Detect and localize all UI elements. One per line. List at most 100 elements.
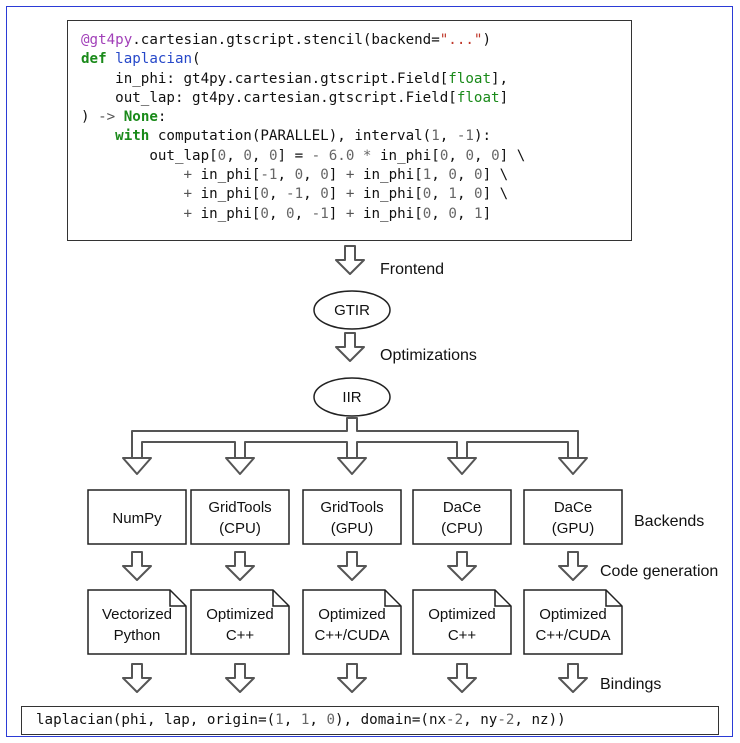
code-token: out_lap[ — [81, 147, 218, 164]
stencil-code-block: @gt4py.cartesian.gtscript.stencil(backen… — [67, 20, 632, 241]
backend-label: (GPU) — [552, 520, 595, 537]
backend-label: (GPU) — [331, 520, 374, 537]
code-token: 0 — [491, 147, 500, 164]
binding-arrow — [337, 663, 367, 693]
code-token: ] = — [277, 147, 312, 164]
binding-arrow — [225, 663, 255, 693]
code-token: in_phi[ — [192, 167, 261, 184]
code-token: -1 — [286, 186, 304, 203]
code-token: None — [123, 109, 158, 126]
code-token: -1 — [456, 128, 474, 145]
code-token: 0 — [294, 167, 304, 184]
generated-code-docs: VectorizedPythonOptimizedC++OptimizedC++… — [87, 589, 623, 655]
code-token: 1 — [448, 186, 457, 203]
codegen-arrow — [558, 551, 588, 581]
stencil-call-box: laplacian(phi, lap, origin=(1, 1, 0), do… — [21, 706, 719, 735]
code-token: -> — [98, 109, 116, 126]
code-token: , — [439, 128, 457, 145]
generated-code-label: C++ — [226, 627, 255, 644]
code-token: @gt4py — [81, 32, 133, 48]
code-token: 0 — [326, 712, 335, 728]
code-token: ] \ — [499, 147, 526, 164]
code-token: ) — [482, 32, 492, 48]
backend-boxes: NumPyGridTools(CPU)GridTools(GPU)DaCe(CP… — [87, 489, 623, 545]
code-generation-label: Code generation — [600, 563, 718, 580]
backend-label: GridTools — [208, 499, 271, 516]
code-token: 0 — [286, 205, 295, 222]
code-token: ] \ — [482, 167, 509, 184]
backend-label: (CPU) — [441, 520, 483, 537]
code-token: , — [456, 205, 475, 222]
backend-box: GridTools (GPU) — [302, 489, 402, 545]
code-token: , nz)) — [514, 712, 566, 728]
code-token: ] — [482, 205, 492, 222]
code-token: in_phi[ — [354, 205, 423, 222]
code-token: 0 — [260, 205, 269, 222]
code-token: ) — [81, 109, 99, 126]
code-token: , — [456, 167, 475, 184]
code-token: 0 — [439, 147, 449, 164]
code-token: , — [456, 186, 475, 203]
code-token: in_phi[ — [192, 186, 261, 203]
code-token: , — [474, 147, 492, 164]
code-token: ], — [491, 70, 509, 87]
code-token: , — [303, 167, 321, 184]
generated-code-label: Optimized — [428, 606, 496, 623]
iir-node — [313, 377, 391, 417]
code-token: , — [431, 186, 449, 203]
code-token: , — [309, 712, 327, 728]
code-token: , — [277, 167, 295, 184]
code-token: in_phi[ — [354, 186, 423, 203]
code-token: ), domain=(nx — [335, 712, 447, 728]
bindings-label: Bindings — [600, 676, 661, 693]
code-line: out_lap: gt4py.cartesian.gtscript.Field[… — [81, 89, 631, 108]
backends-label: Backends — [634, 513, 704, 530]
code-token: - 6.0 * — [311, 147, 372, 164]
code-token: float — [448, 70, 492, 87]
code-token: ] — [328, 205, 346, 222]
frontend-label: Frontend — [380, 261, 444, 278]
codegen-arrow — [122, 551, 152, 581]
code-token: in_phi[ — [371, 147, 440, 164]
iir-label: IIR — [342, 389, 361, 406]
generated-code-label: C++ — [448, 627, 477, 644]
code-line: in_phi: gt4py.cartesian.gtscript.Field[f… — [81, 70, 631, 89]
code-line: + in_phi[0, -1, 0] + in_phi[0, 1, 0] \ — [81, 185, 631, 204]
codegen-arrows — [122, 551, 588, 581]
backend-label: (CPU) — [219, 520, 261, 537]
code-token: 0 — [217, 147, 227, 164]
generated-code-label: C++/CUDA — [314, 627, 389, 644]
code-token: with — [115, 128, 150, 145]
backend-box: DaCe(CPU) — [412, 489, 512, 545]
binding-arrow — [558, 663, 588, 693]
code-token: : — [157, 109, 167, 126]
code-token: in_phi: gt4py.cartesian.gtscript.Field[ — [81, 70, 449, 87]
optimizations-label: Optimizations — [380, 347, 477, 364]
code-line: out_lap[0, 0, 0] = - 6.0 * in_phi[0, 0, … — [81, 147, 631, 166]
codegen-arrow — [447, 551, 477, 581]
code-token: 1 — [275, 712, 284, 728]
gtir-node — [313, 290, 391, 330]
code-token: 0 — [474, 167, 483, 184]
code-line: @gt4py.cartesian.gtscript.stencil(backen… — [81, 31, 631, 50]
backend-box: NumPy — [87, 489, 187, 545]
codegen-arrow — [225, 551, 255, 581]
code-token: 0 — [320, 186, 329, 203]
backend-label: GridTools — [320, 499, 383, 516]
generated-code-label: Optimized — [206, 606, 274, 623]
backend-label: DaCe — [554, 499, 592, 516]
code-token: 0 — [260, 186, 269, 203]
binding-arrow — [122, 663, 152, 693]
code-token: , — [303, 186, 321, 203]
code-token: + — [183, 167, 193, 184]
code-token: + — [345, 167, 355, 184]
backend-box: GridTools (CPU) — [190, 489, 290, 545]
code-line: + in_phi[0, 0, -1] + in_phi[0, 0, 1] — [81, 205, 631, 224]
code-token: laplacian(phi, lap, origin=( — [36, 712, 276, 728]
code-token: , — [431, 205, 449, 222]
code-token: ] — [328, 167, 346, 184]
